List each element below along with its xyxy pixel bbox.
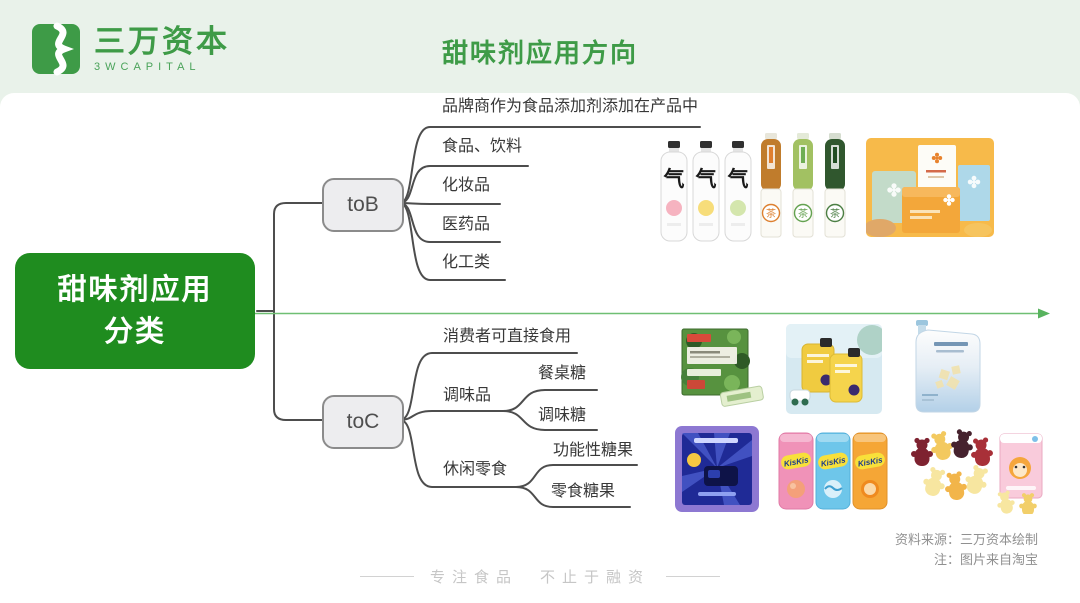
qi-bottle-1: 气: [660, 141, 688, 242]
snack-boxes-image: [866, 138, 994, 237]
kiskis-logo: KisKis: [783, 455, 810, 468]
node-toc: toC: [322, 395, 404, 449]
tob-item-cosmetics: 化妆品: [442, 177, 491, 194]
yellow-pouch-back: [801, 338, 835, 393]
tea-bottle-3: 茶: [824, 133, 846, 238]
tagline-right-rule: [666, 576, 720, 577]
node-toc-label: toC: [346, 410, 380, 433]
gummy-bears-image: [911, 428, 1043, 514]
node-tob: toB: [322, 178, 404, 232]
tob-item-brand-additive: 品牌商作为食品添加剂添加在产品中: [442, 98, 699, 115]
node-tob-label: toB: [347, 193, 379, 216]
logo-name-cn: 三万资本: [94, 23, 230, 59]
toc-item-leisure-snacks: 休闲零食: [443, 461, 508, 478]
monk-fruit-sugar-box-image: [681, 328, 764, 407]
tea-bottles-image: 茶 茶 茶: [760, 133, 846, 238]
kiskis-box-orange: KisKis: [852, 432, 888, 510]
tob-item-food-beverage: 食品、饮料: [442, 138, 523, 155]
qi-glyph: 气: [727, 167, 749, 191]
qi-glyph: 气: [663, 167, 685, 191]
note-line: 注：图片来自淘宝: [933, 551, 1038, 567]
timeline-arrow: [255, 308, 1050, 319]
toc-item-functional-candy: 功能性糖果: [553, 442, 634, 459]
source-note: 资料来源：三万资本绘制 注：图片来自淘宝: [895, 530, 1038, 569]
main-stem-line: [273, 202, 323, 421]
qi-glyph: 气: [695, 167, 717, 191]
page-title: 甜味剂应用方向: [441, 38, 638, 68]
tob-item-chemical: 化工类: [442, 254, 491, 271]
tea-glyph: 茶: [830, 207, 840, 220]
qi-bottle-3: 气: [724, 141, 752, 242]
logo-name-en: 3WCAPITAL: [94, 60, 201, 73]
qi-bottle-2: 气: [692, 141, 720, 242]
sweetener-pouches-image: [786, 324, 882, 414]
toc-item-flavor-sugar: 调味糖: [538, 407, 587, 424]
gummy-bag: [999, 433, 1043, 499]
tea-bottle-2: 茶: [792, 133, 814, 238]
erythritol-pouch-image: [915, 320, 981, 413]
toc-item-table-sugar: 餐桌糖: [538, 365, 587, 382]
kiskis-box-mint: KisKis: [815, 432, 851, 510]
3w-capital-logo-icon: [32, 22, 80, 76]
tea-glyph: 茶: [766, 207, 776, 220]
tea-bottle-1: 茶: [760, 133, 782, 238]
tob-item-pharmaceutical: 医药品: [442, 216, 491, 233]
tea-glyph: 茶: [798, 207, 808, 220]
tagline-text: 专注食品 不止于融资: [429, 569, 650, 586]
root-node-sweetener-classification: 甜味剂应用 分类: [15, 253, 255, 369]
toc-item-direct-consumption: 消费者可直接食用: [443, 328, 572, 345]
source-line: 资料来源：三万资本绘制: [894, 532, 1038, 547]
yellow-pouch-front: [829, 348, 863, 403]
toy-car: [789, 389, 811, 406]
sparkling-water-bottles-image: 气 气 气: [660, 141, 752, 242]
toc-item-snack-candy: 零食糖果: [551, 483, 616, 500]
kiskis-logo: KisKis: [857, 455, 884, 468]
kiskis-logo: KisKis: [820, 455, 847, 468]
sleep-gummy-pack-image: [675, 426, 759, 512]
company-logo: 三万资本 3WCAPITAL: [30, 22, 230, 76]
root-node-line1: 甜味剂应用: [57, 273, 213, 306]
tagline-left-rule: [359, 576, 414, 577]
root-node-line2: 分类: [103, 316, 166, 348]
toc-item-seasoning: 调味品: [443, 387, 492, 404]
kiskis-mints-image: KisKis KisKis KisKis: [778, 432, 888, 510]
kiskis-box-peach: KisKis: [778, 432, 814, 510]
footer-tagline: 专注食品 不止于融资: [0, 566, 1080, 587]
